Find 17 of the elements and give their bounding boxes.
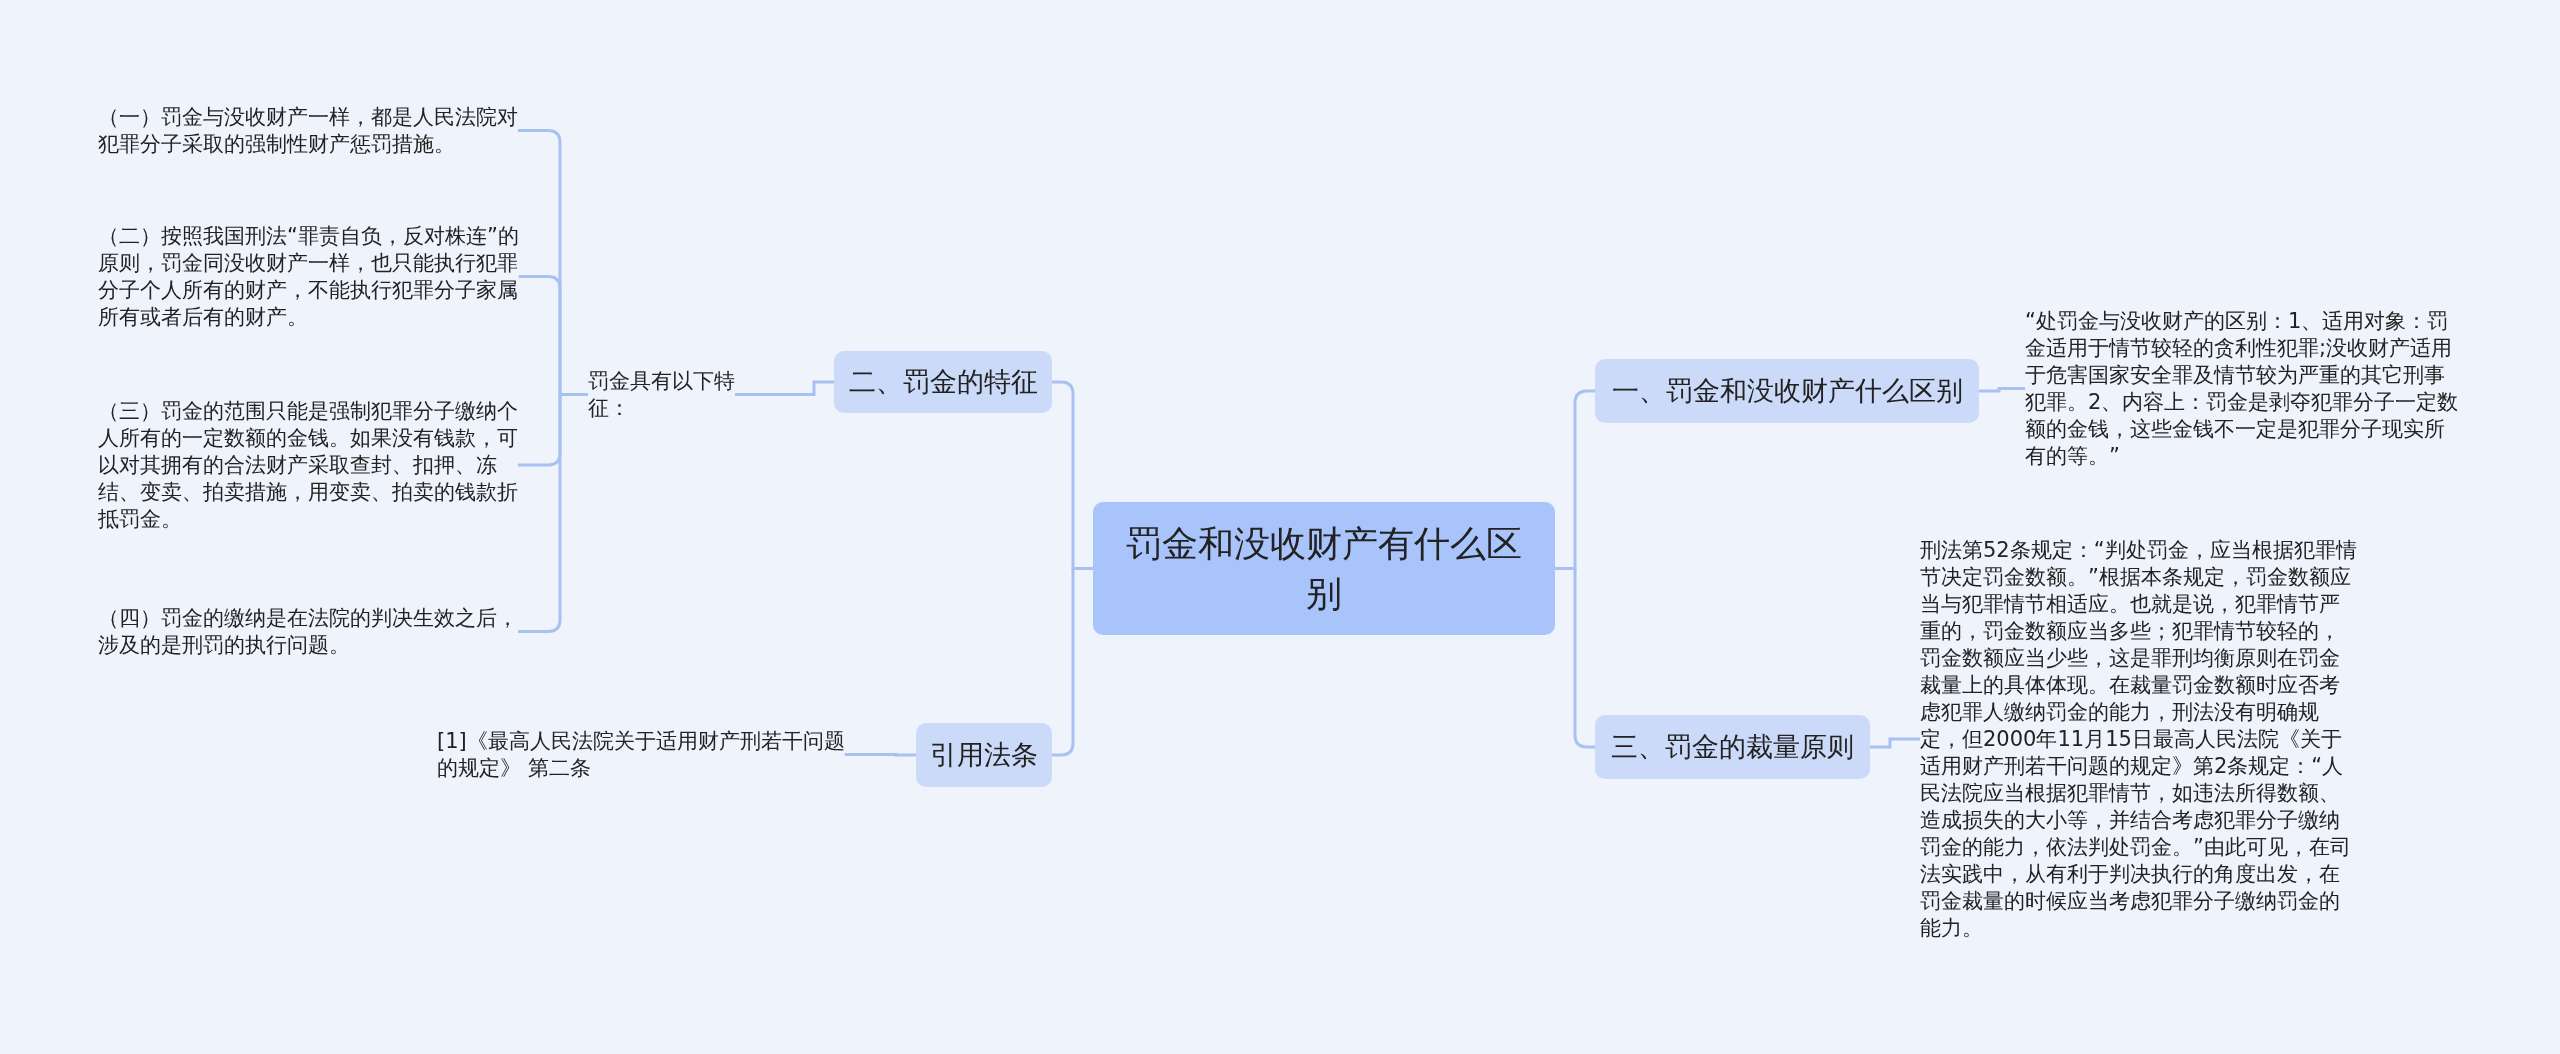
central-topic-box: 罚金和没收财产有什么区别 — [1093, 502, 1555, 635]
topic-box: 三、罚金的裁量原则 — [1595, 715, 1870, 779]
connector-line — [1979, 387, 2025, 393]
note-text: “处罚金与没收财产的区别：1、适用对象：罚金适用于情节较轻的贪利性犯罪;没收财产适用于危害国家安全罪及情节较为严重的其它刑事犯罪。2、内容上：罚金是剥夺犯罪分子一定数额的金钱，这些金钱不一定是犯罪分子现实所有的等。” — [2025, 308, 2465, 470]
connector-line — [735, 380, 834, 396]
note-text: （三）罚金的范围只能是强制犯罪分子缴纳个人所有的一定数额的金钱。如果没有钱款，可以对其拥有的合法财产采取查封、扣押、冻结、变卖、拍卖措施，用变卖、拍卖的钱款折抵罚金。 — [98, 398, 538, 533]
topic-box: 一、罚金和没收财产什么区别 — [1595, 359, 1979, 423]
topic-box: 引用法条 — [916, 723, 1052, 787]
topic-box: 二、罚金的特征 — [834, 351, 1052, 413]
note-text: （四）罚金的缴纳是在法院的判决生效之后，涉及的是刑罚的执行问题。 — [98, 605, 538, 659]
note-text: [1]《最高人民法院关于适用财产刑若干问题的规定》 第二条 — [437, 728, 857, 782]
connector-line — [1870, 737, 1920, 749]
connector-line — [844, 753, 916, 757]
note-text: （二）按照我国刑法“罪责自负，反对株连”的原则，罚金同没收财产一样，也只能执行犯罪分子个人所有的财产，不能执行犯罪分子家属所有或者后有的财产。 — [98, 223, 538, 331]
note-text: 罚金具有以下特征： — [588, 368, 776, 422]
note-text: 刑法第52条规定：“判处罚金，应当根据犯罪情节决定罚金数额。”根据本条规定，罚金数额应当与犯罪情节相适应。也就是说，犯罪情节严重的，罚金数额应当多些；犯罪情节较轻的，罚金数额应当少些，这是罪刑均衡原则在罚金裁量上的具体体现。在裁量罚金数额时应否考虑犯罪人缴纳罚金的能力，刑法没有明确规定，但2000年11月15日最高人民法院《关于适用财产刑若干问题的规定》第2条规定：“人民法院应当根据犯罪情节，如违法所得数额、造成损失的大小等，并结合考虑犯罪分子缴纳罚金的能力，依法判处罚金。”由此可见，在司法实践中，从有利于判决执行的角度出发，在罚金裁量的时候应当考虑犯罪分子缴纳罚金的能力。 — [1920, 537, 2360, 942]
note-text: （一）罚金与没收财产一样，都是人民法院对犯罪分子采取的强制性财产惩罚措施。 — [98, 104, 538, 158]
